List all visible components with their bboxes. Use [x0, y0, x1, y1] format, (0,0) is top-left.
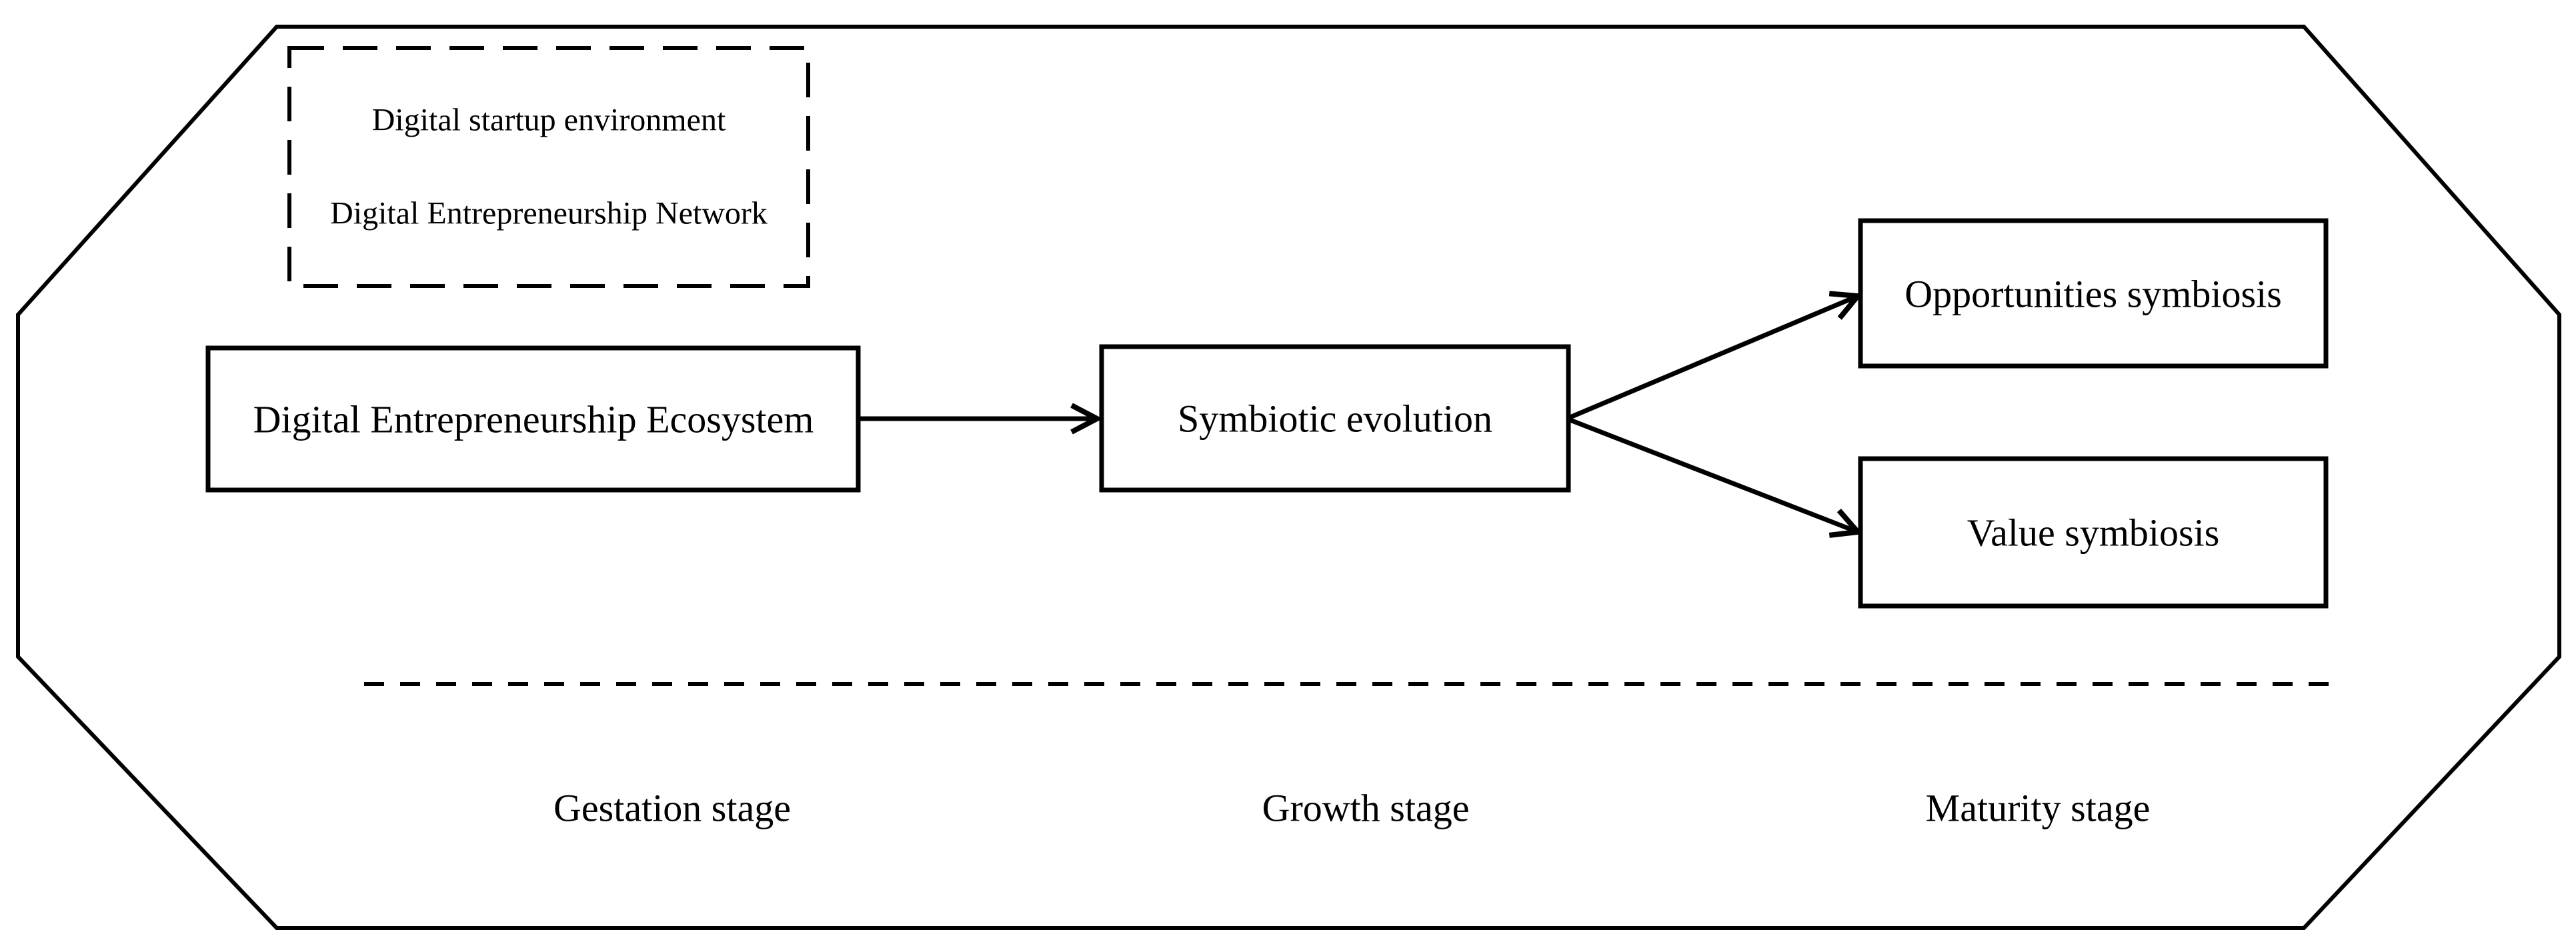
evolution-node-label: Symbiotic evolution [1178, 397, 1492, 441]
stage-label-maturity: Maturity stage [1926, 787, 2151, 830]
stage-label-growth: Growth stage [1262, 787, 1470, 830]
environment-line2-label: Digital Entrepreneurship Network [330, 196, 768, 231]
ecosystem-node-label: Digital Entrepreneurship Ecosystem [253, 398, 814, 441]
opportunities-node-label: Opportunities symbiosis [1904, 273, 2282, 316]
value-node-label: Value symbiosis [1967, 511, 2220, 555]
stage-label-gestation: Gestation stage [553, 787, 791, 830]
arrow-evolution-to-opportunities [1567, 291, 1863, 421]
environment-dashed-box [287, 46, 810, 288]
ecosystem-node-box [205, 345, 861, 493]
value-node-box [1858, 456, 2329, 609]
opportunities-node-box [1858, 218, 2329, 369]
environment-line1-label: Digital startup environment [372, 103, 726, 138]
arrow-evolution-to-value [1567, 417, 1864, 538]
